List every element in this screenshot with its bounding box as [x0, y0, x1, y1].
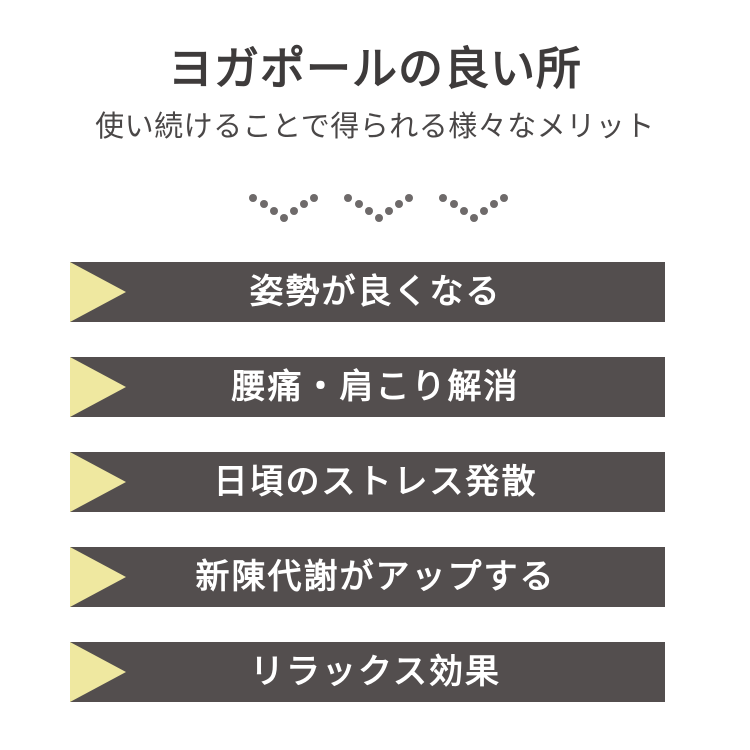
- dot: [290, 207, 298, 215]
- benefit-label: 姿勢が良くなる: [249, 273, 502, 311]
- dot: [375, 214, 383, 222]
- dot: [405, 194, 413, 202]
- dot: [249, 194, 257, 202]
- benefit-label: リラックス効果: [250, 653, 501, 691]
- dot: [460, 207, 468, 215]
- dot: [385, 207, 393, 215]
- dot: [310, 194, 318, 202]
- dot: [365, 207, 373, 215]
- arrow-right-icon: [70, 547, 126, 607]
- benefit-label: 腰痛・肩こり解消: [231, 368, 520, 406]
- dot: [500, 194, 508, 202]
- dot: [270, 207, 278, 215]
- benefit-banner: 新陳代謝がアップする: [70, 547, 665, 607]
- benefit-banner: 日頃のストレス発散: [70, 452, 665, 512]
- arrow-right-icon: [70, 452, 126, 512]
- arrow-right-icon: [70, 357, 126, 417]
- benefit-label: 日頃のストレス発散: [213, 463, 538, 501]
- dot: [490, 200, 498, 208]
- dot: [300, 200, 308, 208]
- benefit-banner: 姿勢が良くなる: [70, 262, 665, 322]
- decorative-dot-row: [0, 193, 750, 227]
- dot: [450, 200, 458, 208]
- dot: [344, 194, 352, 202]
- benefit-label: 新陳代謝がアップする: [195, 558, 556, 596]
- dot: [260, 200, 268, 208]
- header: ヨガポールの良い所 使い続けることで得られる様々なメリット: [0, 43, 750, 145]
- dot: [280, 214, 288, 222]
- benefit-banner: リラックス効果: [70, 642, 665, 702]
- dot: [395, 200, 403, 208]
- chevron-dots-icon: [439, 193, 508, 223]
- page-title: ヨガポールの良い所: [167, 43, 582, 94]
- arrow-right-icon: [70, 262, 126, 322]
- benefit-banner-list: 姿勢が良くなる 腰痛・肩こり解消 日頃のストレス発散: [70, 262, 665, 702]
- dot: [480, 207, 488, 215]
- dot: [470, 214, 478, 222]
- arrow-right-icon: [70, 642, 126, 702]
- page-subtitle: 使い続けることで得られる様々なメリット: [95, 111, 655, 144]
- benefit-banner: 腰痛・肩こり解消: [70, 357, 665, 417]
- dot: [439, 194, 447, 202]
- chevron-dots-icon: [344, 193, 413, 223]
- dot: [355, 200, 363, 208]
- chevron-dots-icon: [249, 193, 318, 223]
